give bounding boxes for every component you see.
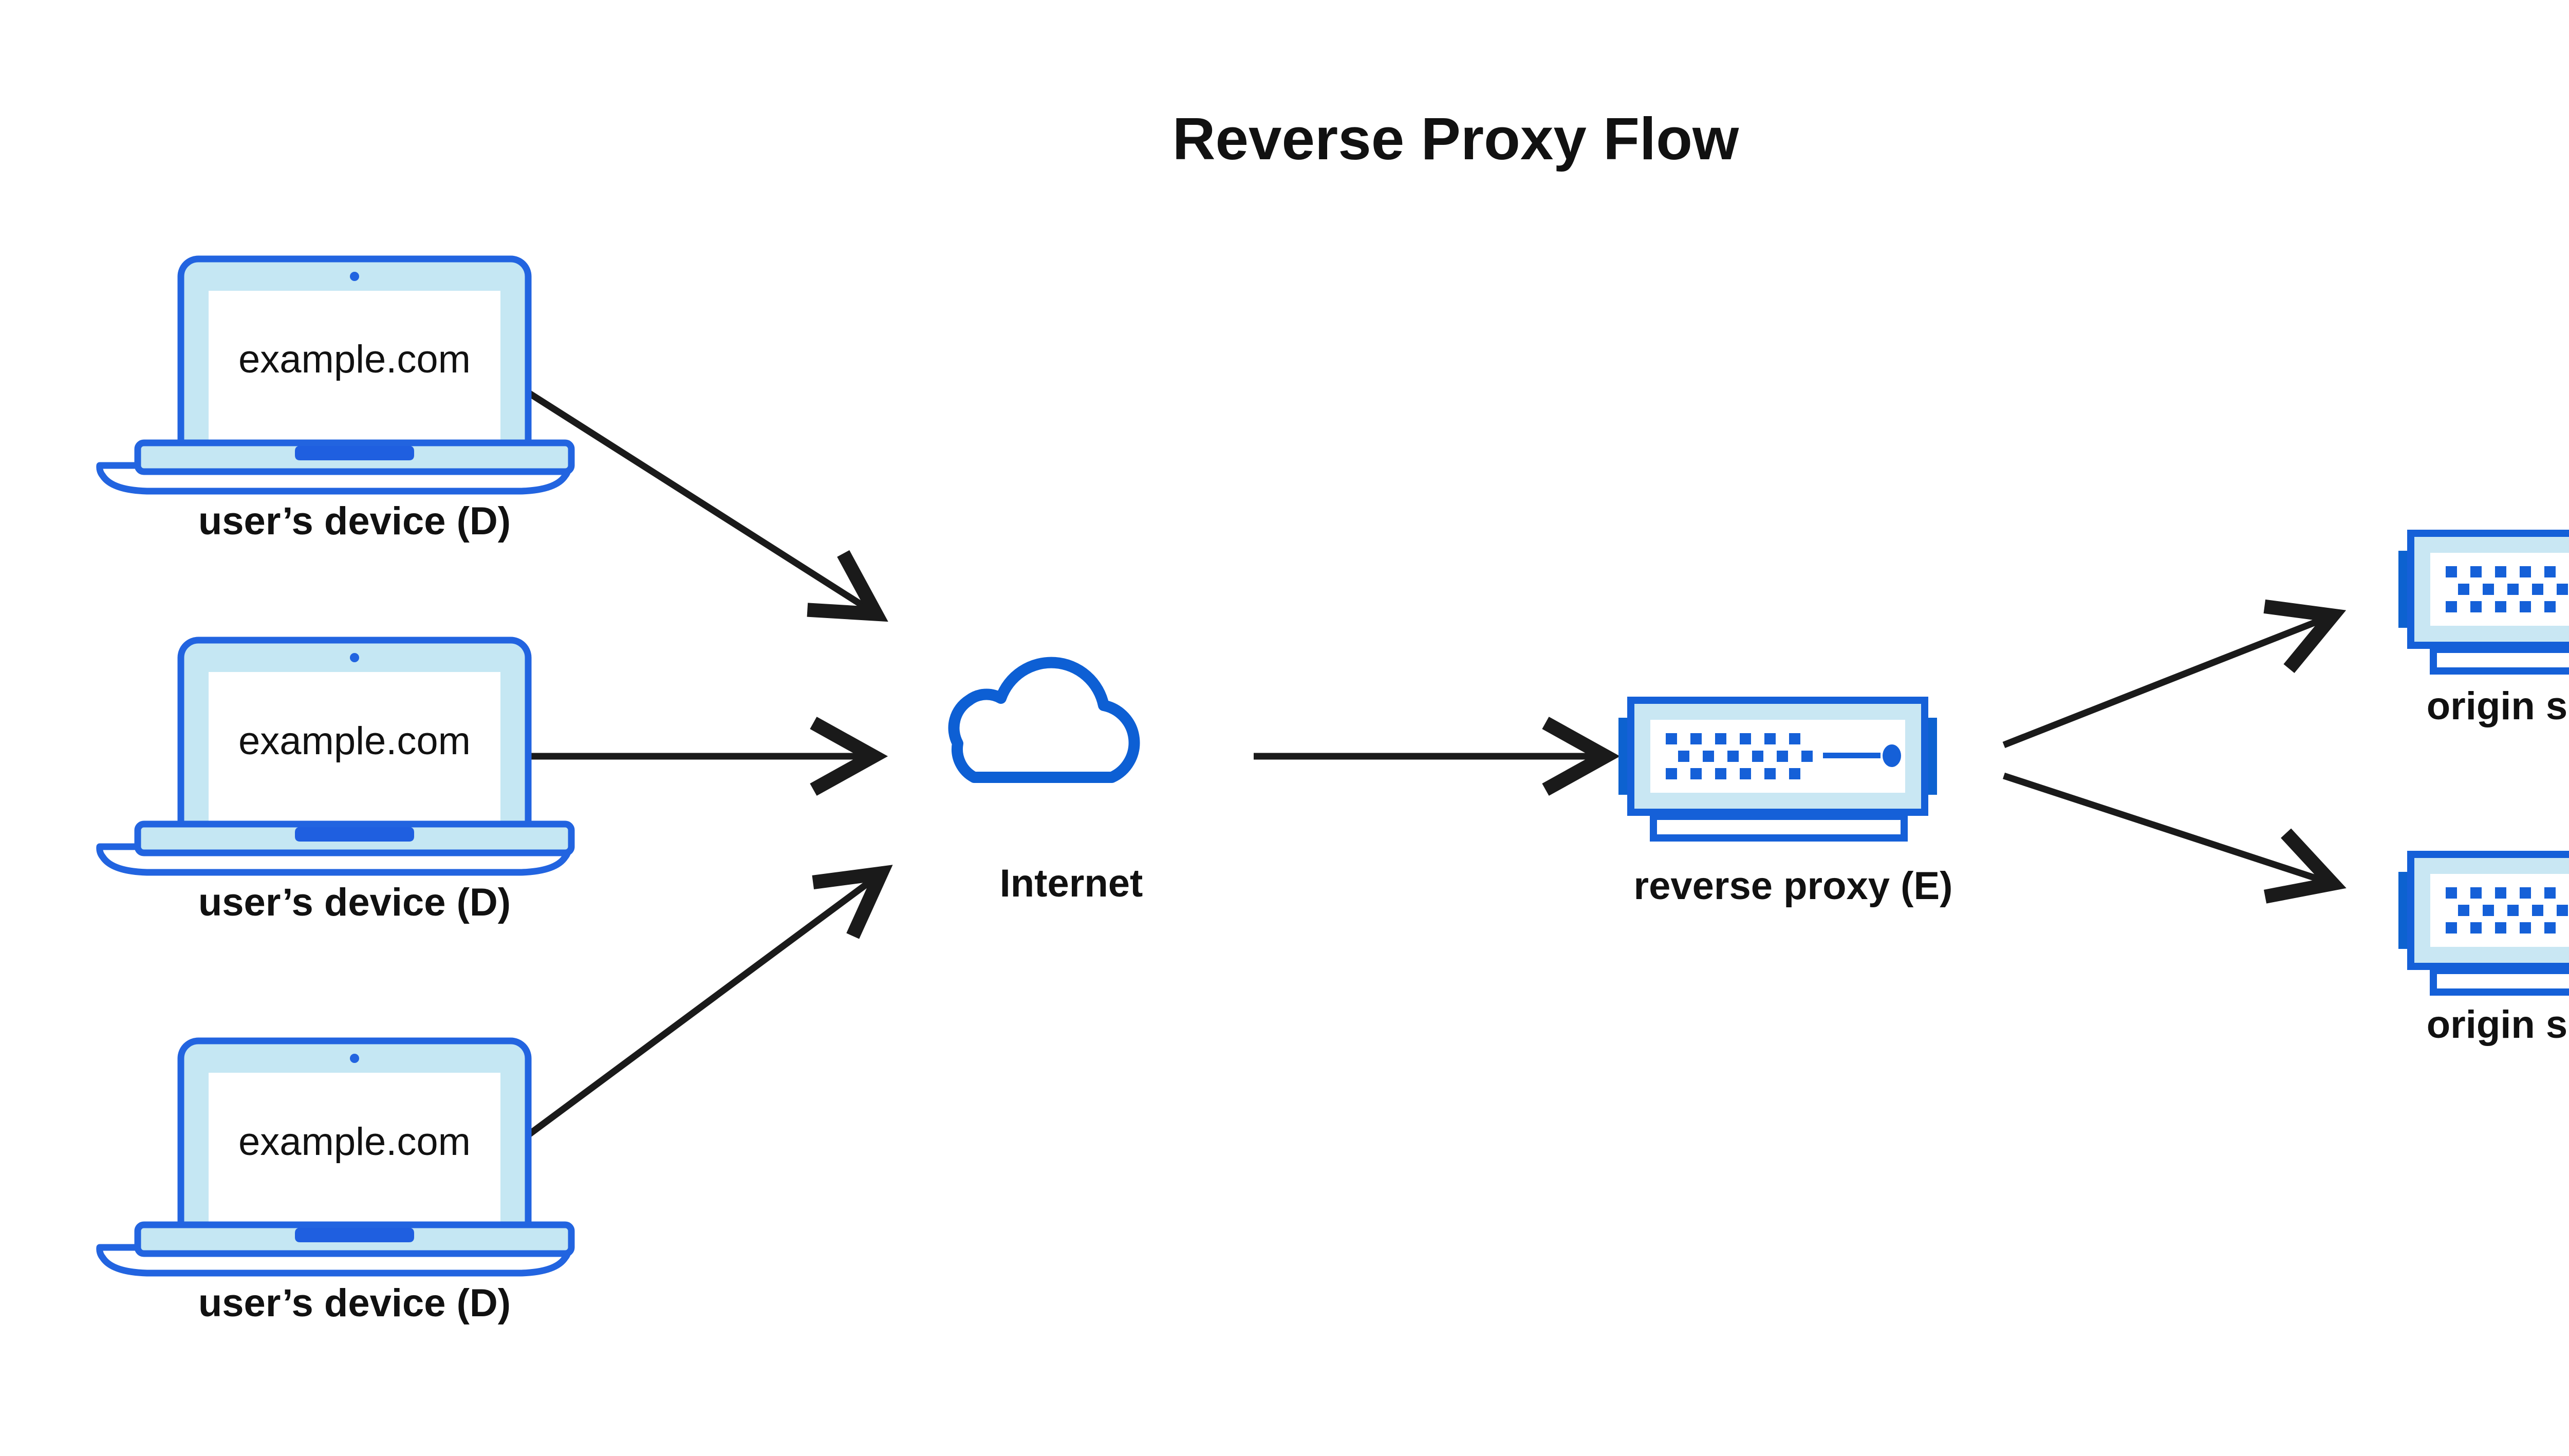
laptop-base-icon xyxy=(100,443,571,491)
node-user-device-3[interactable]: example.com user’s device (D) xyxy=(100,1041,571,1325)
arrow-proxy-to-origin2 xyxy=(2002,772,2347,904)
device-screen-text: example.com xyxy=(238,719,471,763)
node-reverse-proxy[interactable]: reverse proxy (E) xyxy=(1618,700,1953,908)
server-icon xyxy=(1618,700,1937,838)
laptop-base-icon xyxy=(100,824,571,872)
device-label: user’s device (D) xyxy=(198,499,511,543)
internet-label: Internet xyxy=(1000,862,1143,905)
device-screen-text: example.com xyxy=(238,338,471,381)
device-label: user’s device (D) xyxy=(198,881,511,924)
device-screen-text: example.com xyxy=(238,1120,471,1164)
arrow-proxy-to-origin1 xyxy=(2002,599,2347,749)
arrow-device3-to-internet xyxy=(512,865,893,1149)
origin-label: origin server (F) xyxy=(2427,684,2569,728)
page-title: Reverse Proxy Flow xyxy=(1172,105,1739,172)
node-user-device-2[interactable]: example.com user’s device (D) xyxy=(100,640,571,924)
node-internet[interactable]: Internet xyxy=(954,663,1143,905)
node-origin-server-1[interactable]: origin server (F) xyxy=(2398,533,2569,728)
origin-label: origin server (F) xyxy=(2427,1003,2569,1047)
node-user-device-1[interactable]: example.com user’s device (D) xyxy=(100,259,571,543)
arrow-device1-to-internet xyxy=(507,377,888,622)
node-origin-server-2[interactable]: origin server (F) xyxy=(2398,854,2569,1047)
laptop-base-icon xyxy=(100,1225,571,1273)
device-label: user’s device (D) xyxy=(198,1281,511,1325)
connector-layer xyxy=(507,377,2347,1149)
proxy-label: reverse proxy (E) xyxy=(1634,864,1953,908)
